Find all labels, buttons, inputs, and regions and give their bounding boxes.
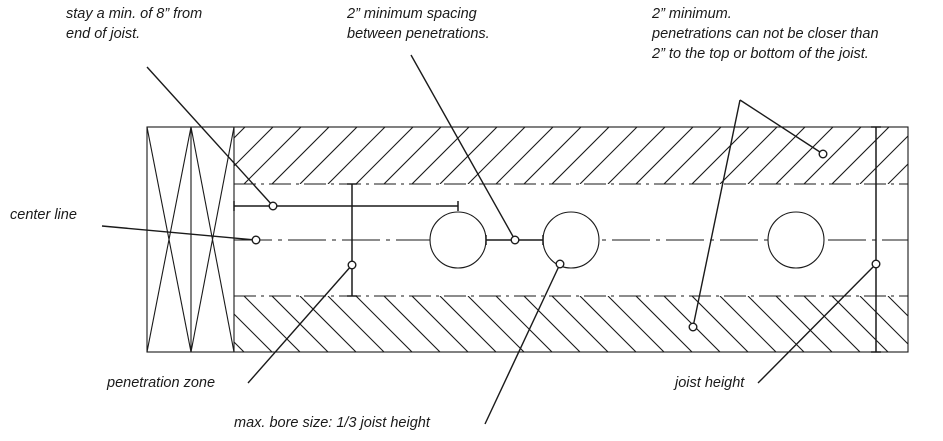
penetration-zone-label: penetration zone <box>107 375 216 391</box>
hatch-line <box>234 127 274 167</box>
hatch-line <box>719 127 778 184</box>
hatch-line <box>859 135 908 184</box>
spacing-line2: between penetrations. <box>347 26 490 42</box>
hatch-line <box>327 296 385 352</box>
hatch-line <box>439 127 498 184</box>
bore-hole-3 <box>767 211 825 269</box>
penetration-zone-dimension <box>347 183 357 297</box>
hatch-line <box>299 296 357 352</box>
end-blocking <box>146 126 235 353</box>
hatch-line <box>635 296 693 352</box>
hatch-line <box>160 296 216 352</box>
leader-lines <box>101 54 877 425</box>
hatch-line <box>243 296 301 352</box>
hatch-line <box>355 296 413 352</box>
hatch-line <box>635 127 694 184</box>
edge-clearance-line1: 2” minimum. <box>652 6 732 22</box>
hatch-line <box>523 127 582 184</box>
joist-height-dimension <box>871 126 881 353</box>
hatch-line <box>234 313 273 352</box>
joist-height-label: joist height <box>675 375 745 391</box>
hatch-line <box>747 296 805 352</box>
hatch-line <box>411 296 469 352</box>
hatch-line <box>551 296 609 352</box>
hatch-line <box>775 296 833 352</box>
hatch-line <box>916 296 943 352</box>
hatch-line <box>467 127 526 184</box>
hatch-line <box>234 127 246 139</box>
hatch-line <box>234 341 245 352</box>
edge-clearance-line2: penetrations can not be closer than <box>652 26 879 42</box>
hatch-line <box>383 127 442 184</box>
hatch-line <box>243 127 302 184</box>
hatch-line <box>916 127 943 184</box>
hatch-line <box>831 296 889 352</box>
hatch-line <box>747 127 806 184</box>
end-clearance-line2: end of joist. <box>66 26 141 42</box>
hatch-line <box>691 296 749 352</box>
bore-hole-2 <box>542 211 600 269</box>
hatch-line <box>327 127 386 184</box>
end-distance-dimension <box>233 201 459 211</box>
hatch-line <box>831 127 890 184</box>
hatch-line <box>803 296 861 352</box>
hatch-line <box>607 296 665 352</box>
hatch-line <box>355 127 414 184</box>
hatch-line <box>691 127 750 184</box>
hatch-line <box>495 127 554 184</box>
bore-size-label: max. bore size: 1/3 joist height <box>234 415 430 431</box>
top-hatched-zone <box>234 127 943 184</box>
hatch-line <box>551 127 610 184</box>
hatch-line <box>607 127 666 184</box>
hatch-line <box>523 296 581 352</box>
hatch-line <box>271 127 330 184</box>
hatch-line <box>383 296 441 352</box>
hatch-line <box>439 296 497 352</box>
edge-clearance-line3: 2” to the top or bottom of the joist. <box>652 46 869 62</box>
hatch-line <box>887 163 908 184</box>
hatch-line <box>495 296 553 352</box>
bottom-hatched-zone <box>160 296 943 352</box>
end-clearance-line1: stay a min. of 8” from <box>66 6 203 22</box>
hatch-line <box>579 127 638 184</box>
hatch-line <box>859 296 908 345</box>
bore-hole-1 <box>429 211 487 269</box>
hatch-line <box>775 127 834 184</box>
spacing-label: 2” minimum spacing between penetrations. <box>347 4 490 44</box>
hatch-line <box>719 296 777 352</box>
hatch-line <box>411 127 470 184</box>
hatch-line <box>299 127 358 184</box>
hatch-line <box>663 127 722 184</box>
edge-clearance-label: 2” minimum. penetrations can not be clos… <box>652 4 879 64</box>
leader-markers <box>251 149 881 332</box>
end-clearance-label: stay a min. of 8” from end of joist. <box>66 4 202 44</box>
hatch-line <box>803 127 862 184</box>
hatch-line <box>887 296 908 317</box>
center-line-label: center line <box>10 207 77 223</box>
hatch-line <box>579 296 637 352</box>
hatch-line <box>467 296 525 352</box>
spacing-line1: 2” minimum spacing <box>347 6 477 22</box>
